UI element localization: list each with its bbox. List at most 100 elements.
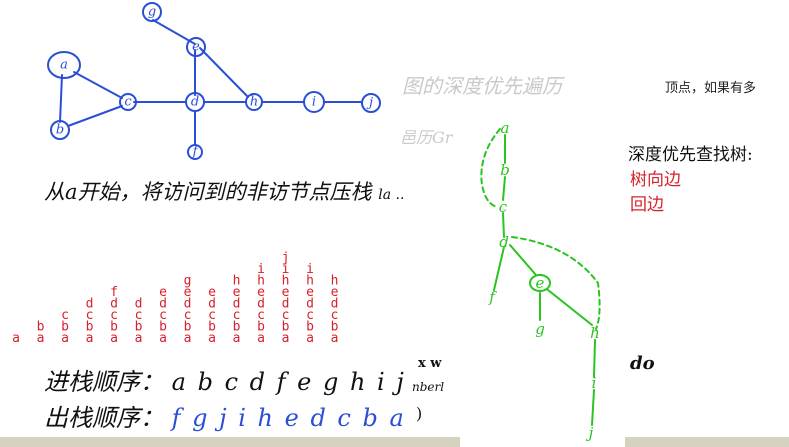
stack-cell: d bbox=[110, 297, 118, 312]
stack-cell: d bbox=[208, 297, 216, 312]
stack-cell: c bbox=[208, 308, 216, 323]
stack-cell: i bbox=[306, 262, 314, 277]
stack-cell: d bbox=[159, 297, 167, 312]
stack-cell: a bbox=[86, 331, 94, 346]
tree-heading: 深度优先查找树: bbox=[628, 145, 753, 165]
dfs-tree: a b c d f e g h i j bbox=[480, 119, 601, 442]
tree-node-d: d bbox=[499, 233, 509, 251]
stack-cell: a bbox=[159, 331, 167, 346]
stack-cell: d bbox=[233, 297, 241, 312]
faded-subtitle: 邑历Gr bbox=[400, 128, 453, 147]
node-j-circle bbox=[361, 93, 381, 113]
stack-cell: d bbox=[282, 297, 290, 312]
stack-cell: e bbox=[257, 285, 265, 300]
tree-node-e-circle bbox=[529, 274, 551, 292]
back-edge-d-h bbox=[511, 236, 601, 330]
stack-cell: g bbox=[184, 274, 192, 289]
stack-cell: c bbox=[135, 308, 143, 323]
edge-fragment-3: ) bbox=[416, 404, 423, 423]
stack-cell: c bbox=[159, 308, 167, 323]
stack-cell: d bbox=[86, 297, 94, 312]
node-c-label: c bbox=[124, 95, 132, 110]
stack-cell: a bbox=[282, 331, 290, 346]
tree-node-h: h bbox=[590, 324, 600, 342]
stack-cell: a bbox=[306, 331, 314, 346]
stack-cell: i bbox=[282, 262, 290, 277]
node-c-circle bbox=[119, 93, 137, 111]
stack-cell: a bbox=[110, 331, 118, 346]
stack-cell: h bbox=[233, 274, 241, 289]
push-order-value: a b c d f e g h i j bbox=[171, 368, 406, 396]
edge-g-e bbox=[152, 19, 196, 45]
stack-cell: d bbox=[184, 297, 192, 312]
stack-cell: d bbox=[306, 297, 314, 312]
edge-e-h bbox=[199, 47, 249, 98]
node-f-label: f bbox=[192, 145, 200, 160]
node-g-circle bbox=[142, 2, 162, 22]
stack-cell: e bbox=[306, 285, 314, 300]
node-i-circle bbox=[303, 91, 325, 113]
stack-cell: e bbox=[159, 285, 167, 300]
stack-cell: b bbox=[86, 320, 94, 335]
edge-fragment-2: nberl bbox=[412, 380, 445, 394]
tree-edge-d-f bbox=[493, 246, 505, 291]
stack-cell: a bbox=[208, 331, 216, 346]
stack-cell: e bbox=[331, 285, 339, 300]
node-d-circle bbox=[185, 92, 205, 112]
node-g-label: g bbox=[148, 5, 156, 20]
node-a-circle bbox=[47, 51, 81, 79]
pop-order-value: f g j i h e d c b a bbox=[171, 404, 406, 432]
right-top-text: 顶点，如果有多 bbox=[665, 81, 757, 96]
graph-diagram: g e a b c d h i j f bbox=[47, 2, 381, 160]
node-e-label: e bbox=[192, 40, 200, 55]
tree-edge-d-e bbox=[509, 244, 537, 276]
tree-node-j: j bbox=[586, 424, 594, 442]
tree-edge-label: 树向边 bbox=[630, 170, 681, 190]
node-a-label: a bbox=[60, 58, 68, 73]
stack-cell: a bbox=[37, 331, 45, 346]
stack-cell: d bbox=[257, 297, 265, 312]
edge-b-c bbox=[67, 105, 123, 127]
tree-node-f: f bbox=[488, 288, 497, 306]
tree-node-g: g bbox=[535, 320, 545, 338]
faded-title: 图的深度优先遍历 bbox=[402, 74, 562, 98]
stack-cell: b bbox=[233, 320, 241, 335]
tree-edge-c-d bbox=[502, 212, 505, 238]
stack-cell: e bbox=[208, 285, 216, 300]
stack-cell: c bbox=[86, 308, 94, 323]
do-text: do bbox=[630, 353, 655, 374]
stack-cell: b bbox=[306, 320, 314, 335]
stack-cell: b bbox=[282, 320, 290, 335]
push-order: 进栈顺序： a b c d f e g h i j bbox=[44, 362, 406, 397]
pop-order: 出栈顺序： f g j i h e d c b a bbox=[44, 398, 406, 433]
stack-cell: c bbox=[233, 308, 241, 323]
tree-edge-h-i bbox=[593, 339, 596, 378]
stack-cell: h bbox=[282, 274, 290, 289]
stack-cell: h bbox=[306, 274, 314, 289]
stack-cell: e bbox=[184, 285, 192, 300]
stack-cell: a bbox=[135, 331, 143, 346]
stack-cell: b bbox=[110, 320, 118, 335]
stack-cell: a bbox=[233, 331, 241, 346]
stack-cell: c bbox=[110, 308, 118, 323]
node-h-label: h bbox=[250, 95, 258, 110]
node-h-circle bbox=[245, 93, 263, 111]
stack-cell: i bbox=[257, 262, 265, 277]
stack-cell: a bbox=[61, 331, 69, 346]
edge-fragment-1: x w bbox=[418, 356, 442, 371]
stack-cell: a bbox=[257, 331, 265, 346]
node-b-label: b bbox=[56, 123, 64, 138]
stack-cell: d bbox=[331, 297, 339, 312]
push-order-label: 进栈顺序： bbox=[44, 368, 164, 396]
stack-cell: c bbox=[282, 308, 290, 323]
stack-cell: d bbox=[135, 297, 143, 312]
stack-cell: b bbox=[135, 320, 143, 335]
tree-node-e: e bbox=[536, 274, 545, 292]
edge-a-c bbox=[73, 71, 123, 99]
stack-cell: b bbox=[37, 320, 45, 335]
tree-node-i: i bbox=[592, 374, 597, 392]
stack-cell: c bbox=[306, 308, 314, 323]
tree-node-b: b bbox=[500, 161, 510, 179]
bottom-accent-bar-right bbox=[625, 437, 789, 447]
edge-a-b bbox=[59, 74, 63, 123]
